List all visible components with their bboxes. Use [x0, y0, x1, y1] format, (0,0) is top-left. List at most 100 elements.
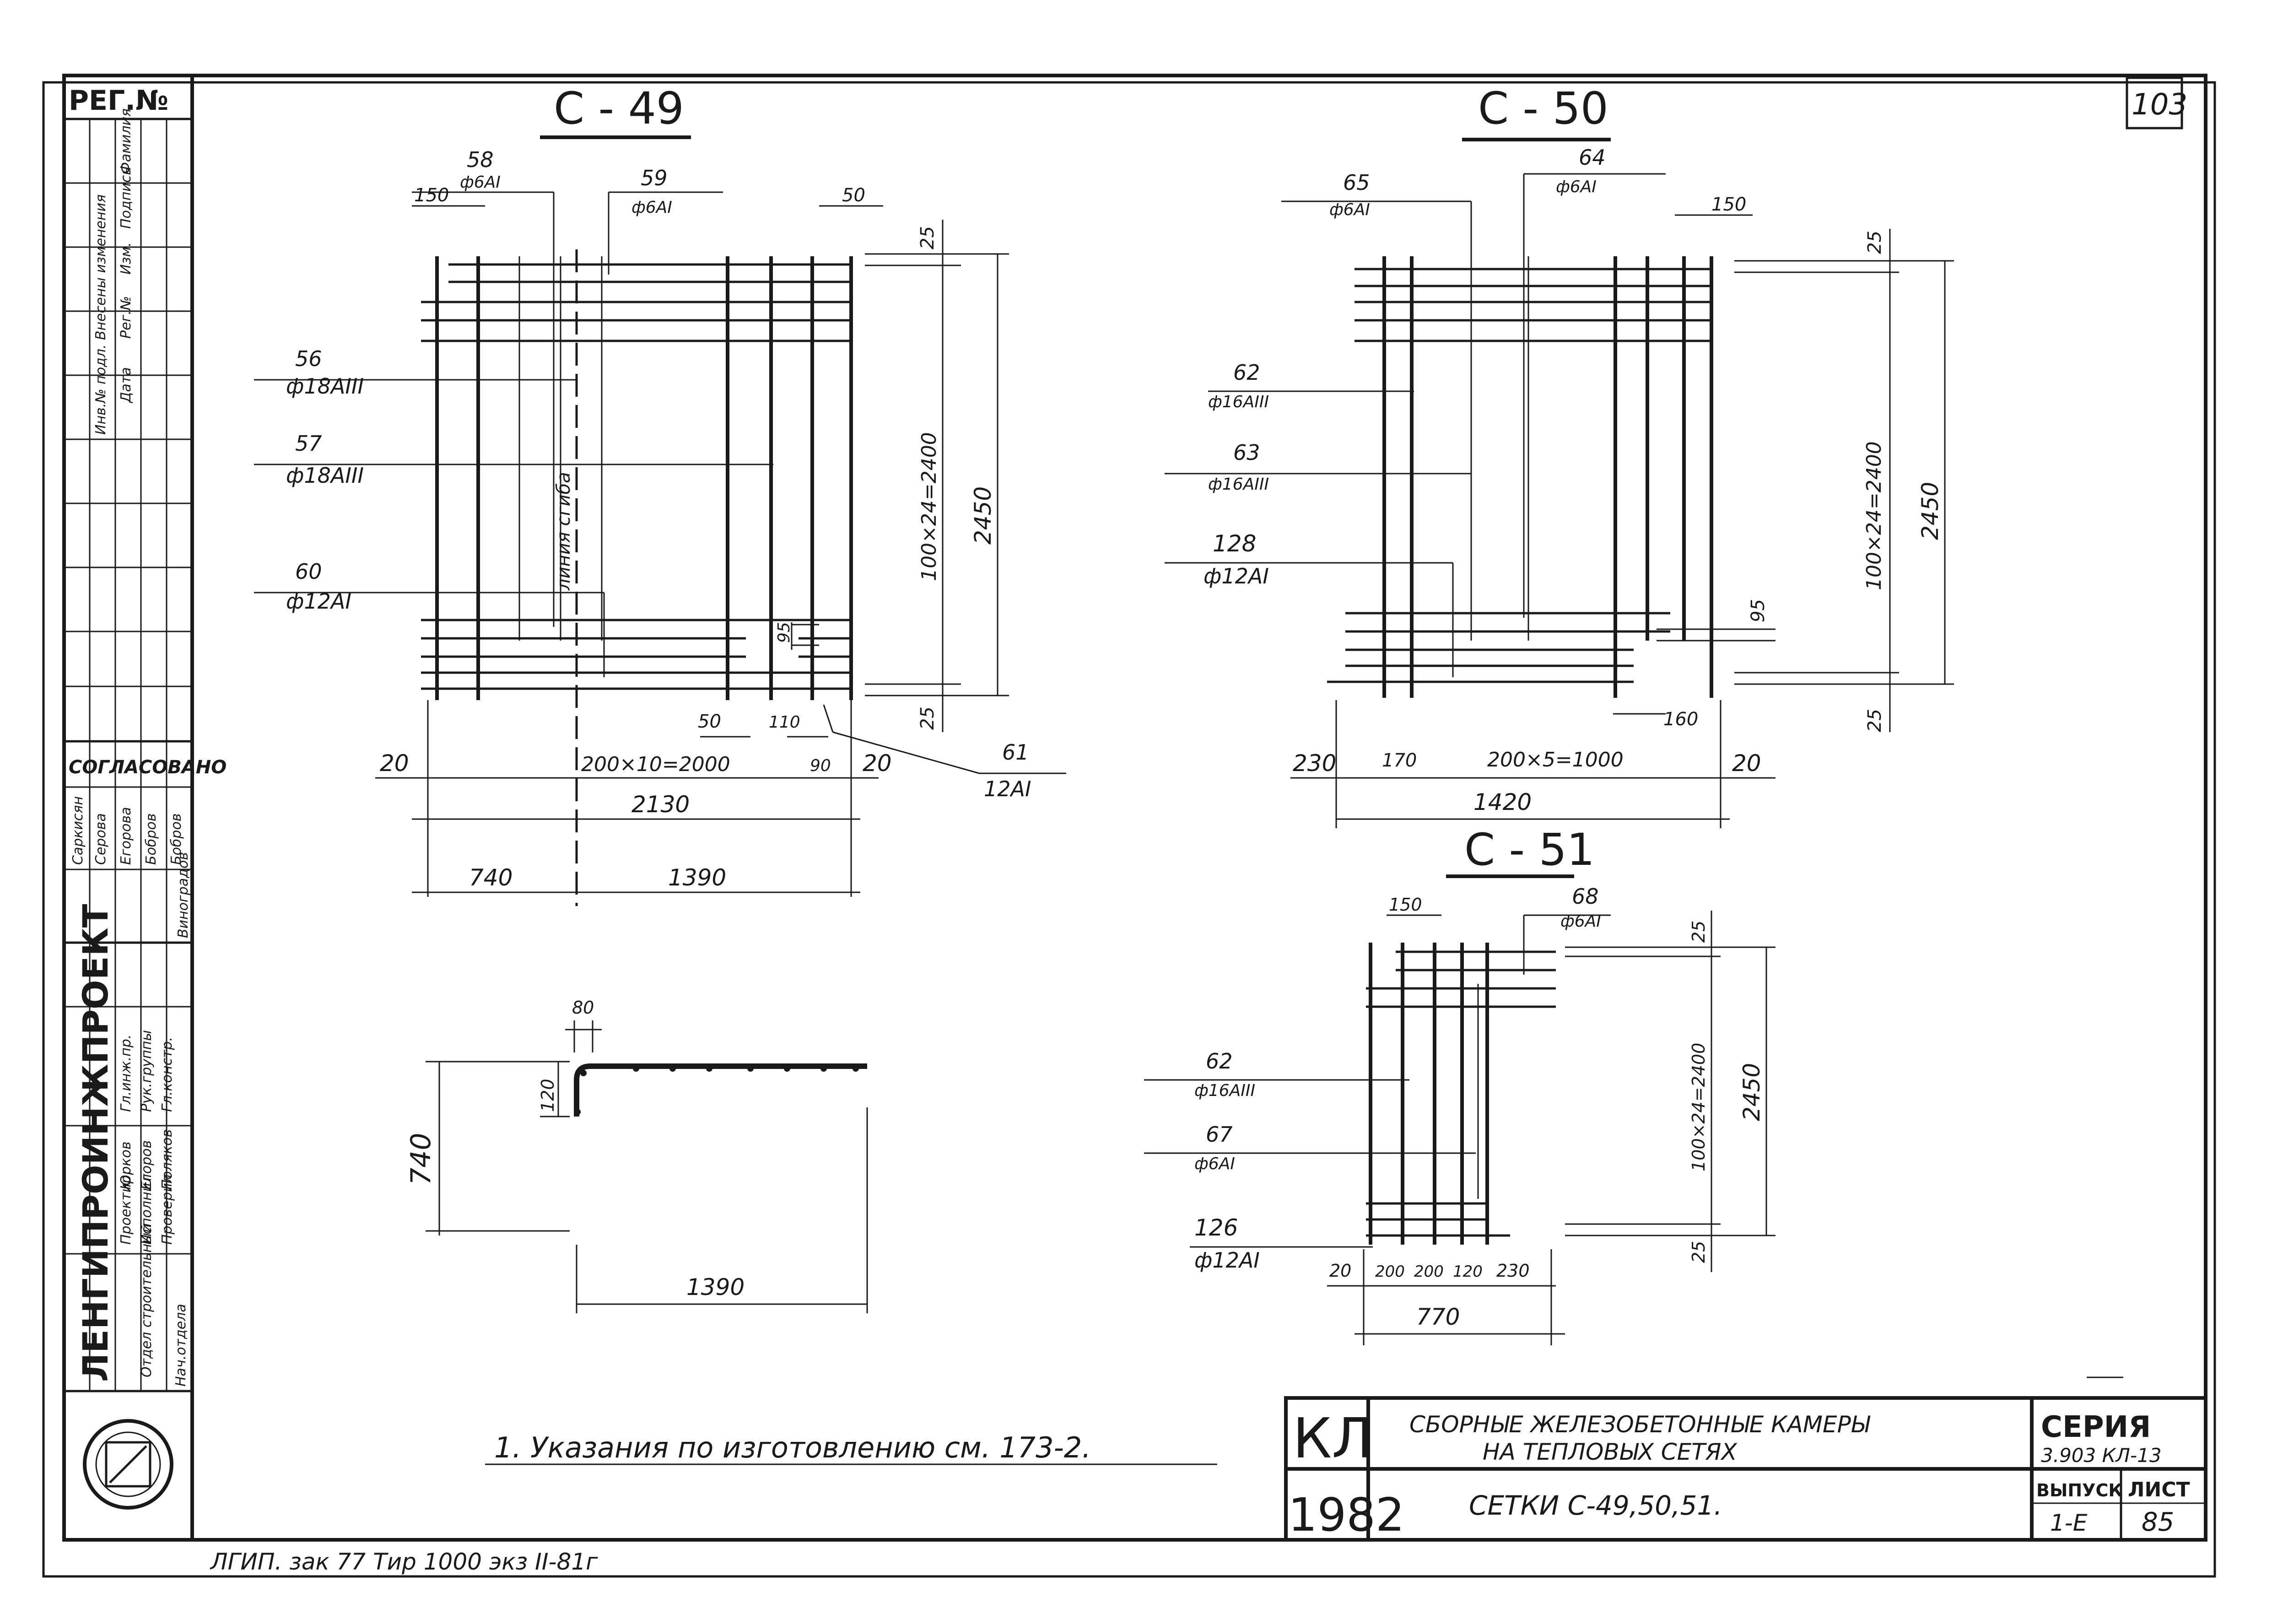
series-value: 3.903 КЛ-13: [2041, 1444, 2162, 1467]
sheet-value: 85: [2142, 1507, 2174, 1537]
c50-title: С - 50: [1478, 83, 1608, 134]
c50-dim-150: 150: [1711, 194, 1746, 215]
c51-dim-200b: 200: [1414, 1263, 1444, 1281]
c51-title: С - 51: [1464, 824, 1595, 875]
title-code: КЛ: [1293, 1407, 1373, 1471]
c49-dim-25-top: 25: [917, 226, 938, 249]
c51-rebar-126: ф12АI: [1194, 1248, 1260, 1273]
c51-pos-67: 67: [1206, 1122, 1233, 1147]
c50-dim-vspacing: 100×24=2400: [1862, 441, 1886, 590]
agreed-name-4: Бобров: [143, 813, 159, 865]
c51-rebar-62: ф16АIII: [1194, 1081, 1255, 1100]
c49-dim-740: 740: [469, 864, 513, 891]
c51-dim-total: 770: [1416, 1304, 1460, 1330]
footer-print-note: ЛГИП. зак 77 Тир 1000 экз II-81г: [210, 1548, 598, 1575]
agreed-name-5: Бобров: [168, 813, 184, 865]
c50-dim-vtotal: 2450: [1917, 482, 1943, 540]
c49-rebar-61: 12АI: [984, 777, 1031, 801]
bent-dim-80: 80: [572, 998, 594, 1018]
title-subject-line1: СБОРНЫЕ ЖЕЛЕЗОБЕТОННЫЕ КАМЕРЫ: [1409, 1411, 1871, 1438]
c50-dim-total: 1420: [1473, 789, 1532, 815]
c51-dim-vtotal: 2450: [1738, 1063, 1765, 1121]
c49-dim-50-top: 50: [842, 185, 865, 206]
c50-mesh: [1165, 173, 1954, 828]
bent-dim-740: 740: [405, 1133, 437, 1185]
agreed-name-6: Виноградов: [175, 852, 191, 938]
c49-mesh: [254, 191, 1066, 906]
c49-dim-vtotal: 2450: [970, 486, 996, 545]
c51-rebar-67: ф6АI: [1194, 1155, 1235, 1173]
title-year: 1982: [1288, 1488, 1405, 1542]
c49-rebar-58: ф6АI: [460, 173, 501, 192]
c49-dim-spacing: 200×10=2000: [581, 753, 730, 776]
c49-dim-95: 95: [775, 622, 793, 643]
c51-dim-20: 20: [1329, 1261, 1351, 1281]
c50-pos-62: 62: [1233, 360, 1260, 385]
c50-dim-left: 230: [1293, 750, 1336, 777]
c49-dim-25-bot: 25: [917, 707, 938, 730]
c49-pos-58: 58: [467, 147, 494, 172]
c50-dim-170: 170: [1382, 750, 1417, 771]
bent-dim-120: 120: [538, 1079, 558, 1112]
c50-dim-right: 20: [1732, 750, 1761, 777]
c50-rebar-65: ф6АI: [1329, 200, 1370, 219]
department-label: Отдел строительный: [139, 1224, 155, 1377]
c49-pos-56: 56: [295, 346, 322, 371]
c50-rebar-63: ф16АIII: [1208, 475, 1269, 494]
changes-col-change: Изм.: [118, 242, 134, 275]
role-2: Рук.группы: [139, 1030, 155, 1112]
c49-dim-vspacing: 100×24=2400: [917, 432, 941, 581]
c49-rebar-56: ф18АIII: [286, 374, 364, 399]
c49-dim-right: 20: [863, 750, 892, 777]
c49-pos-61: 61: [1002, 740, 1029, 765]
c49-dim-150: 150: [414, 185, 449, 206]
c49-dim-1390: 1390: [668, 864, 726, 891]
agreed-name-1: Саркисян: [70, 796, 86, 865]
staff-name-2: Егоров: [139, 1140, 155, 1190]
role-6: Проверил: [159, 1174, 175, 1245]
series-label: СЕРИЯ: [2041, 1410, 2151, 1444]
c50-rebar-62: ф16АIII: [1208, 393, 1269, 411]
changes-col-surname: Фамилия: [118, 108, 134, 174]
c50-pos-64: 64: [1579, 145, 1606, 170]
c49-dim-left: 20: [380, 750, 409, 777]
title-block: [1284, 1376, 2207, 1542]
staff-name-1: Юрков: [118, 1141, 134, 1190]
c49-rebar-59: ф6АI: [631, 198, 672, 217]
c49-rebar-60: ф12АI: [286, 589, 351, 614]
c51-dim-150: 150: [1389, 895, 1422, 915]
bent-dim-1390: 1390: [686, 1274, 745, 1300]
c50-pos-128: 128: [1213, 530, 1256, 557]
corner-sheet-number: 103: [2132, 88, 2187, 122]
role-5: Исполнил: [139, 1174, 155, 1245]
issue-value: 1-Е: [2050, 1510, 2088, 1536]
c49-title: С - 49: [554, 83, 684, 134]
c50-pos-63: 63: [1233, 440, 1260, 465]
c50-pos-65: 65: [1343, 170, 1370, 195]
changes-col-reg: Рег.№: [118, 296, 134, 339]
changes-col-date: Дата: [118, 367, 134, 404]
agreed-label: СОГЛАСОВАНО: [69, 757, 227, 778]
c49-pos-59: 59: [641, 166, 668, 190]
c50-dim-160: 160: [1663, 709, 1698, 730]
changes-header: Инв.№ подл. Внесены изменения: [93, 194, 109, 435]
c49-dim-110: 110: [769, 713, 800, 732]
c51-mesh: [1144, 911, 1776, 1345]
c50-dim-95: 95: [1748, 599, 1769, 622]
bent-section: [426, 1020, 868, 1313]
c51-dim-200a: 200: [1375, 1263, 1405, 1281]
c49-dim-total: 2130: [631, 791, 690, 818]
changes-col-signature: Подпись: [118, 167, 134, 229]
reg-number-label: РЕГ.№: [69, 85, 168, 117]
instruction-note: 1. Указания по изготовлению см. 173-2.: [494, 1431, 1091, 1464]
agreed-name-2: Серова: [93, 813, 109, 865]
c51-pos-68: 68: [1572, 884, 1599, 909]
c49-dim-90: 90: [810, 756, 831, 775]
sheet-title: СЕТКИ С-49,50,51.: [1469, 1490, 1722, 1521]
role-7: Нач.отдела: [173, 1304, 189, 1387]
agreed-name-3: Егорова: [118, 807, 134, 865]
c51-pos-126: 126: [1194, 1214, 1238, 1241]
left-stamp-panel: [62, 74, 194, 1542]
staff-name-3: Поляков: [159, 1129, 175, 1190]
c49-pos-60: 60: [295, 559, 322, 584]
